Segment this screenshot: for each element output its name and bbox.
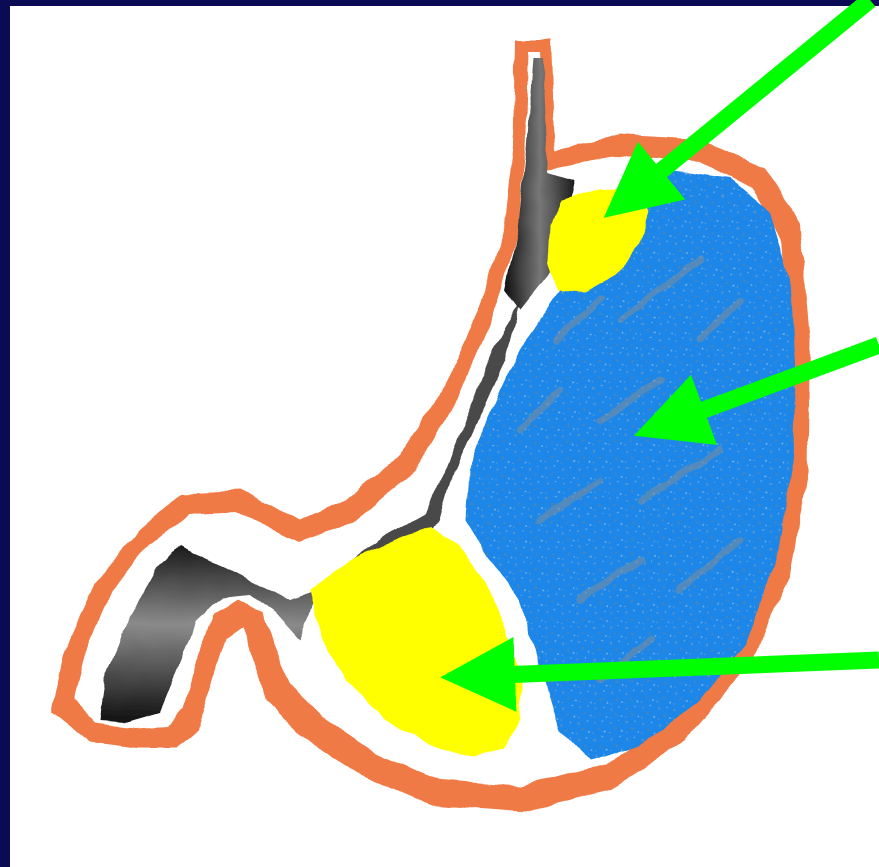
slide-border-left [0,0,10,867]
slide-border-top [0,0,879,6]
